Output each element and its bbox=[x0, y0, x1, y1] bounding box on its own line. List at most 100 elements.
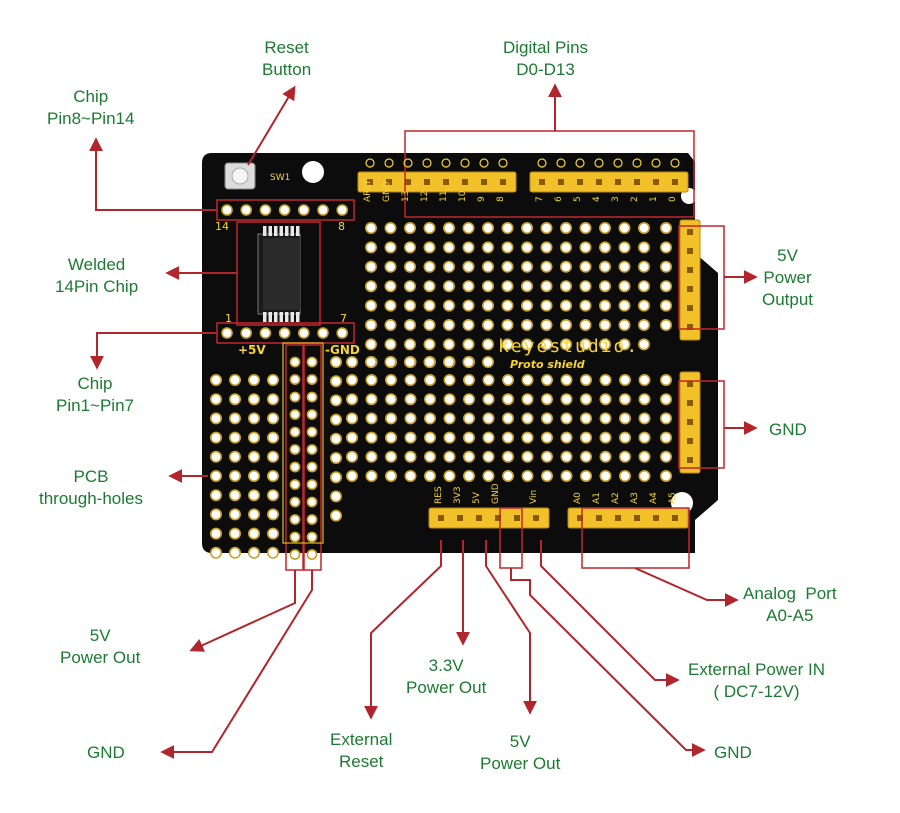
through-hole bbox=[240, 204, 252, 216]
header-pin bbox=[476, 515, 482, 521]
through-hole bbox=[540, 469, 553, 482]
header-pin bbox=[672, 515, 678, 521]
through-hole bbox=[384, 241, 397, 254]
header-pin bbox=[687, 229, 693, 235]
header-pin bbox=[687, 286, 693, 292]
header-pin bbox=[438, 515, 444, 521]
arrow-chip-pin8-14 bbox=[89, 137, 217, 211]
header-pin bbox=[687, 267, 693, 273]
arrow-chip-pin1-7 bbox=[90, 332, 217, 370]
label-analog-port-line1: Analog Port bbox=[743, 584, 837, 603]
header-pin bbox=[687, 457, 693, 463]
through-hole bbox=[229, 508, 242, 521]
through-hole bbox=[521, 469, 534, 482]
through-hole bbox=[384, 280, 397, 293]
through-hole bbox=[210, 450, 223, 463]
through-hole bbox=[579, 338, 592, 351]
label-5v-power-out-left-line2: Power Out bbox=[60, 648, 141, 667]
through-hole bbox=[423, 469, 436, 482]
through-hole bbox=[442, 260, 455, 273]
label-analog-port-line2: A0-A5 bbox=[766, 606, 814, 625]
through-hole bbox=[659, 241, 672, 254]
through-hole bbox=[540, 431, 553, 444]
header-body bbox=[529, 171, 689, 193]
through-hole bbox=[598, 241, 611, 254]
header-pin bbox=[672, 179, 678, 185]
through-hole bbox=[501, 241, 514, 254]
through-hole bbox=[462, 260, 475, 273]
label-gnd-right: GND bbox=[769, 419, 807, 441]
leader-lines bbox=[89, 83, 758, 759]
header-pin bbox=[687, 419, 693, 425]
through-hole bbox=[384, 431, 397, 444]
through-hole bbox=[520, 222, 533, 235]
through-hole bbox=[481, 299, 494, 312]
label-3v3-power-out-line2: Power Out bbox=[406, 678, 487, 697]
through-hole bbox=[345, 431, 358, 444]
through-hole bbox=[637, 222, 650, 235]
through-hole bbox=[297, 327, 310, 339]
through-hole bbox=[579, 280, 592, 293]
chip-pad bbox=[279, 226, 283, 236]
through-hole bbox=[384, 450, 397, 463]
model-name: Proto shield bbox=[510, 358, 585, 371]
through-hole bbox=[248, 546, 261, 559]
through-hole bbox=[289, 356, 301, 368]
through-hole bbox=[559, 260, 572, 273]
through-hole bbox=[365, 412, 378, 425]
through-hole bbox=[560, 469, 573, 482]
through-hole bbox=[221, 204, 233, 216]
header-pin bbox=[558, 179, 564, 185]
through-hole bbox=[482, 412, 495, 425]
through-hole bbox=[403, 318, 416, 331]
label-gnd-right-line1: GND bbox=[769, 420, 807, 439]
through-hole bbox=[404, 393, 417, 406]
through-hole bbox=[501, 373, 514, 386]
through-hole bbox=[618, 412, 631, 425]
header-pin-label: 0 bbox=[668, 196, 678, 202]
through-hole bbox=[598, 280, 611, 293]
silk-ring bbox=[537, 158, 547, 168]
header-pin-label: AREF bbox=[363, 179, 373, 202]
through-hole bbox=[329, 471, 342, 484]
header-pin-label: 4 bbox=[592, 196, 602, 202]
silk-ring bbox=[384, 158, 394, 168]
chip-pad bbox=[285, 312, 289, 322]
through-hole bbox=[618, 280, 631, 293]
through-hole bbox=[364, 241, 377, 254]
through-hole bbox=[317, 327, 329, 339]
through-hole bbox=[559, 338, 572, 351]
through-hole bbox=[481, 241, 494, 254]
through-hole bbox=[659, 469, 672, 482]
header-pin bbox=[634, 515, 640, 521]
through-hole bbox=[637, 338, 650, 351]
through-hole bbox=[501, 280, 514, 293]
through-hole bbox=[221, 327, 233, 339]
through-hole bbox=[560, 431, 573, 444]
chip-pad bbox=[274, 312, 278, 322]
through-hole bbox=[659, 280, 672, 293]
through-hole bbox=[540, 299, 553, 312]
label-chip-pin8-14-line1: Chip bbox=[73, 87, 109, 106]
through-hole bbox=[317, 204, 329, 216]
digital-header-right bbox=[529, 171, 689, 193]
through-hole bbox=[637, 241, 650, 254]
through-hole bbox=[501, 299, 514, 312]
through-hole bbox=[501, 431, 514, 444]
through-hole bbox=[404, 469, 417, 482]
through-hole bbox=[423, 393, 436, 406]
chip-pad bbox=[285, 226, 289, 236]
header-pin-label: 9 bbox=[477, 196, 487, 202]
through-hole bbox=[637, 260, 650, 273]
through-hole bbox=[520, 299, 533, 312]
label-welded-chip-line1: Welded bbox=[67, 255, 126, 274]
chip-pad bbox=[279, 312, 283, 322]
chip-pad bbox=[296, 226, 300, 236]
through-hole bbox=[289, 479, 301, 490]
header-pin-label: 11 bbox=[439, 191, 449, 202]
through-hole bbox=[559, 241, 572, 254]
header-pin bbox=[687, 400, 693, 406]
header-pin bbox=[514, 515, 520, 521]
through-hole bbox=[618, 431, 631, 444]
